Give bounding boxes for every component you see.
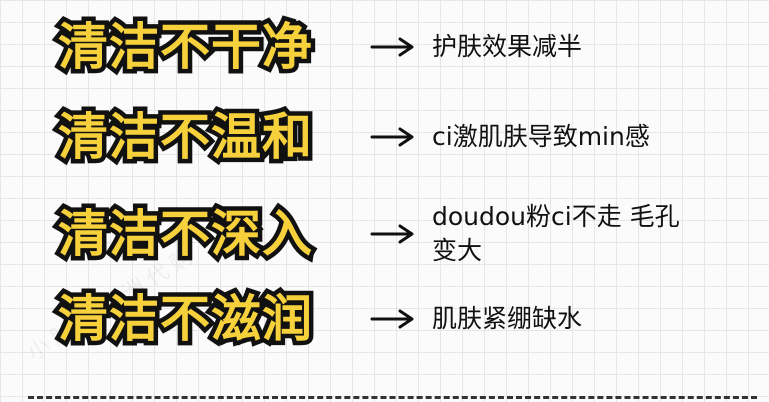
result-text: ci激肌肤导致min感 <box>432 122 650 152</box>
row-3: 清洁不深入 doudou粉ci不走 毛孔变大 <box>54 200 749 268</box>
result-text: doudou粉ci不走 毛孔变大 <box>432 202 680 265</box>
arrow-right-icon <box>370 309 414 329</box>
row-1: 清洁不干净 护肤效果减半 <box>54 18 749 77</box>
result-text: 护肤效果减半 <box>432 32 583 62</box>
headline: 清洁不温和 <box>54 108 317 167</box>
dashed-divider <box>28 396 757 399</box>
headline: 清洁不干净 <box>54 18 317 77</box>
headline: 清洁不滋润 <box>54 290 317 349</box>
row-4: 清洁不滋润 肌肤紧绷缺水 <box>54 290 749 349</box>
row-2: 清洁不温和 ci激肌肤导致min感 <box>54 108 749 167</box>
arrow-right-icon <box>370 224 414 244</box>
arrow-right-icon <box>370 37 414 57</box>
arrow-right-icon <box>370 127 414 147</box>
result-text: 肌肤紧绷缺水 <box>432 304 583 334</box>
headline: 清洁不深入 <box>54 204 317 263</box>
